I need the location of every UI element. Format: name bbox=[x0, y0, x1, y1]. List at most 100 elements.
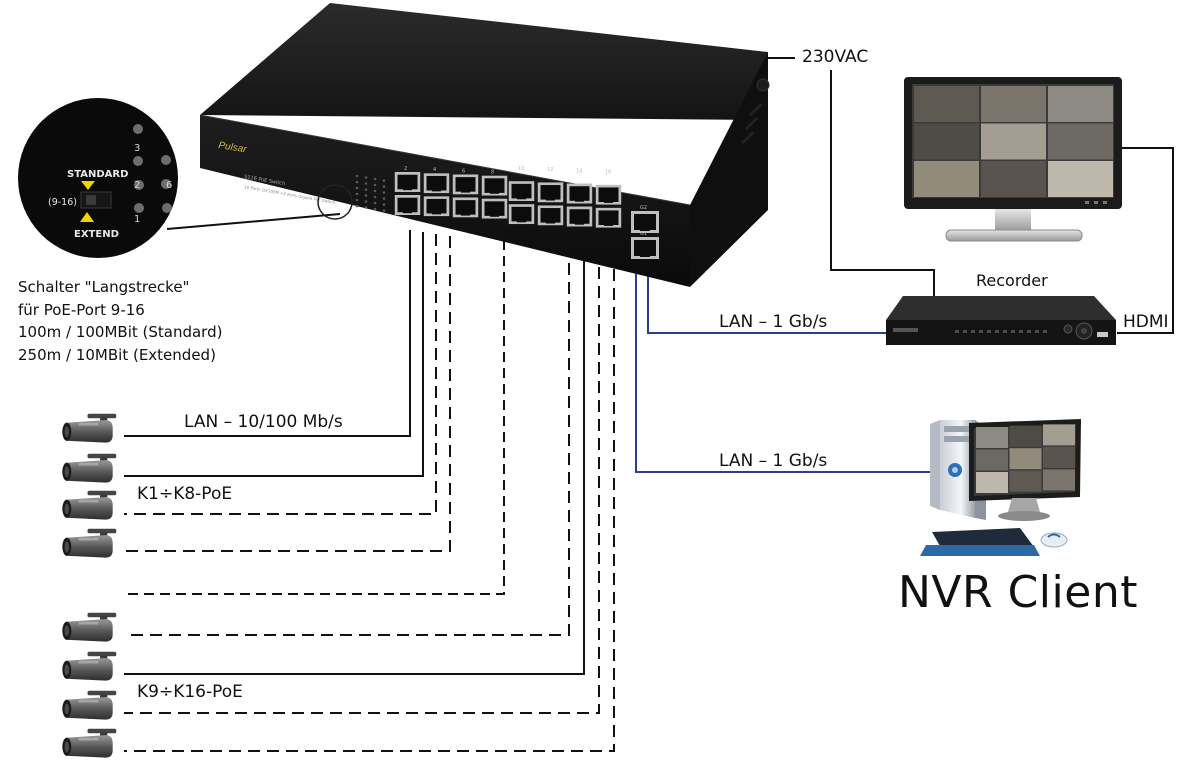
status-led bbox=[364, 206, 368, 209]
port-number-label: 6 bbox=[462, 168, 465, 174]
camera-cables bbox=[124, 230, 615, 752]
status-led bbox=[364, 182, 368, 185]
status-led bbox=[364, 200, 368, 203]
uplink-label: G1 bbox=[640, 231, 647, 237]
camera-icon bbox=[62, 490, 117, 520]
ip-cameras bbox=[62, 413, 117, 758]
rj45-port-icon bbox=[595, 207, 622, 228]
status-led bbox=[382, 179, 386, 182]
port-number-label: 16 bbox=[605, 170, 611, 176]
status-led bbox=[364, 176, 368, 179]
camera-feed-tile bbox=[1009, 448, 1042, 470]
rj45-port-icon bbox=[423, 173, 450, 194]
nvr-client-label: NVR Client bbox=[898, 567, 1138, 618]
status-led bbox=[355, 174, 359, 178]
rj45-port-icon bbox=[481, 175, 508, 196]
status-led bbox=[373, 201, 377, 205]
port-number-label: 10 bbox=[518, 166, 524, 172]
rj45-port-icon bbox=[481, 198, 508, 219]
status-led bbox=[364, 188, 368, 191]
status-led bbox=[373, 177, 377, 181]
zoom-range-label: (9-16) bbox=[48, 197, 77, 208]
camera-icon bbox=[62, 690, 117, 720]
rj45-port-icon bbox=[537, 205, 564, 226]
lan-client-label: LAN – 1 Gb/s bbox=[719, 451, 828, 471]
camera-feed-tile bbox=[1048, 86, 1113, 122]
rj45-port-icon bbox=[566, 183, 593, 204]
rj45-port-icon bbox=[595, 184, 622, 205]
camera-icon bbox=[62, 651, 117, 681]
status-led bbox=[355, 186, 359, 190]
switch-description-line: Schalter "Langstrecke" bbox=[18, 278, 190, 296]
status-led bbox=[355, 198, 359, 202]
zoom-digit-2: 2 bbox=[134, 180, 140, 191]
camera-feed-grid bbox=[914, 86, 1113, 197]
camera-group-1-label: K1÷K8-PoE bbox=[137, 484, 233, 504]
zoom-digit-6: 6 bbox=[166, 180, 172, 191]
status-led bbox=[382, 203, 386, 206]
rj45-port-icon bbox=[508, 204, 535, 225]
status-led bbox=[355, 192, 359, 196]
poe-switch: Pulsar S116 PoE Switch 16 Ports 10/100M … bbox=[199, 3, 770, 287]
rj45-port-icon bbox=[394, 195, 421, 215]
monitor-icon bbox=[904, 77, 1122, 242]
status-led bbox=[373, 195, 377, 199]
port-number-label: 8 bbox=[491, 170, 494, 176]
camera-feed-tile bbox=[976, 449, 1008, 471]
camera-feed-tile bbox=[1048, 123, 1113, 160]
lan-recorder-label: LAN – 1 Gb/s bbox=[719, 312, 828, 332]
rj45-port-icon bbox=[566, 206, 593, 227]
camera-feed-tile bbox=[976, 427, 1008, 448]
status-led bbox=[382, 209, 386, 212]
status-led bbox=[355, 204, 359, 208]
camera-feed-tile bbox=[1009, 425, 1042, 447]
camera-feed-tile bbox=[1043, 446, 1075, 468]
zoom-standard-label: STANDARD bbox=[67, 169, 128, 180]
camera-feed-tile bbox=[914, 123, 979, 160]
lan-camera-label: LAN – 10/100 Mb/s bbox=[184, 412, 343, 432]
port-number-label: 4 bbox=[433, 167, 436, 173]
camera-icon bbox=[62, 528, 117, 558]
zoom-digit-3: 3 bbox=[134, 143, 140, 154]
uplink-label: G2 bbox=[640, 205, 647, 211]
power-label: 230VAC bbox=[802, 47, 869, 67]
hdmi-label: HDMI bbox=[1123, 312, 1169, 332]
client-camera-feed-grid bbox=[976, 424, 1075, 493]
uplink-port-icon bbox=[631, 237, 659, 259]
camera-feed-tile bbox=[914, 161, 979, 197]
camera-feed-tile bbox=[981, 161, 1046, 197]
camera-feed-tile bbox=[1043, 424, 1075, 446]
camera-feed-tile bbox=[981, 86, 1046, 122]
switch-zoom-detail: STANDARD EXTEND (9-16) 3 2 1 6 bbox=[18, 98, 178, 258]
port-number-label: 2 bbox=[404, 166, 407, 172]
recorder-label: Recorder bbox=[976, 271, 1048, 290]
camera-feed-tile bbox=[1048, 161, 1113, 197]
switch-description-line: 100m / 100MBit (Standard) bbox=[18, 323, 223, 341]
status-led bbox=[382, 191, 386, 194]
port-led-grid bbox=[355, 174, 386, 212]
camera-feed-tile bbox=[914, 86, 979, 122]
switch-description: Schalter "Langstrecke" für PoE-Port 9-16… bbox=[18, 276, 222, 366]
rj45-port-icon bbox=[452, 197, 479, 218]
camera-icon bbox=[62, 728, 117, 758]
camera-icon bbox=[62, 453, 117, 483]
status-led bbox=[382, 197, 386, 200]
uplink-cables bbox=[635, 272, 934, 473]
camera-feed-tile bbox=[1043, 469, 1075, 491]
computer-icon bbox=[920, 419, 1081, 556]
port-number-label: 14 bbox=[576, 168, 582, 174]
power-and-hdmi-cables bbox=[166, 57, 1174, 334]
camera-group-2-label: K9÷K16-PoE bbox=[137, 682, 243, 702]
switch-brand-logo: Pulsar bbox=[218, 140, 248, 155]
status-led bbox=[382, 185, 386, 188]
recorder-icon bbox=[886, 296, 1116, 345]
rj45-port-icon bbox=[508, 181, 535, 202]
camera-feed-tile bbox=[976, 472, 1008, 493]
rj45-port-icon bbox=[537, 182, 564, 203]
rj45-port-icon bbox=[452, 174, 479, 195]
status-led bbox=[364, 194, 368, 197]
port-number-label: 12 bbox=[547, 167, 553, 173]
camera-feed-tile bbox=[981, 123, 1046, 160]
